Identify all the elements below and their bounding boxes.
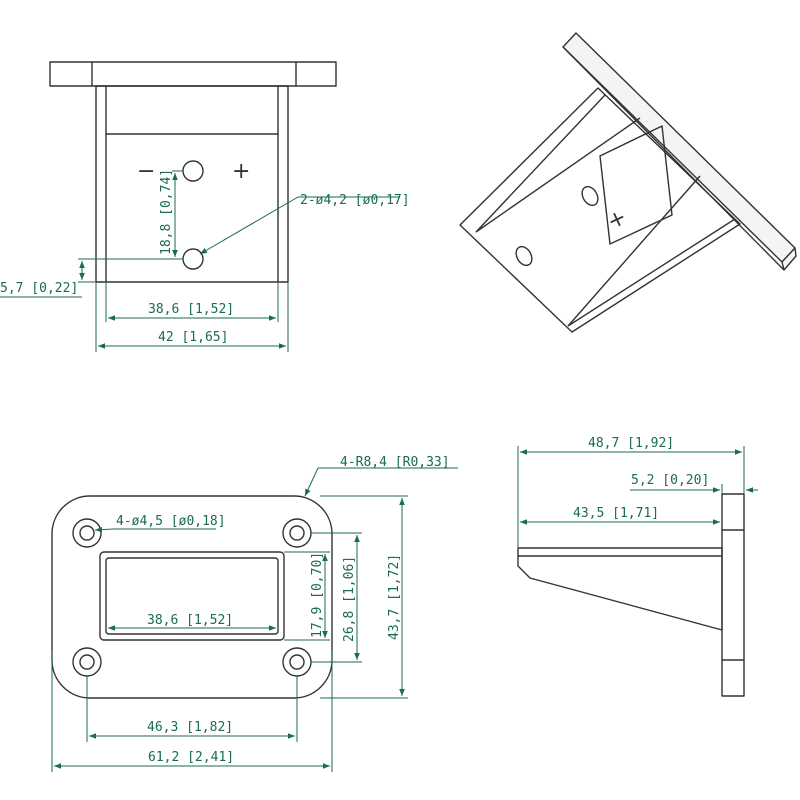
outer-width-top-label: 42 [1,65]	[158, 330, 228, 345]
iso-arm-rib-right	[567, 218, 736, 327]
mount-hole-bl-outer	[72, 647, 102, 677]
radius-callout-leader	[304, 467, 319, 497]
slot-width-label: 38,6 [1,52]	[147, 613, 233, 628]
plate-thickness-label: 5,2 [0,20]	[631, 473, 709, 488]
inner-width-top-label: 38,6 [1,52]	[148, 302, 234, 317]
hole-2x-label: 2-ø4,2 [ø0,17]	[300, 193, 410, 208]
iso-arm-panel	[599, 125, 673, 245]
minus-sign: −	[137, 159, 155, 184]
mount-hole-tl	[79, 525, 95, 541]
iso-arm	[459, 87, 741, 333]
front-hole-upper	[182, 160, 204, 182]
front-hole-lower	[182, 248, 204, 270]
slot-outer	[99, 551, 285, 641]
hole-spacing-v-label: 18,8 [0,74]	[159, 169, 174, 255]
hole-4x-leader	[94, 526, 115, 533]
mount-hole-tl-outer	[72, 518, 102, 548]
hole-4x-label: 4-ø4,5 [ø0,18]	[116, 514, 226, 529]
side-flange	[721, 493, 745, 697]
iso-hole-lower	[515, 245, 533, 267]
mount-hole-br-outer	[282, 647, 312, 677]
plate-outline	[51, 495, 333, 699]
iso-arm-rib-left	[475, 94, 606, 233]
slot-inner	[105, 557, 279, 635]
iso-flange-bottom	[562, 46, 785, 271]
iso-arm-fold2	[567, 175, 701, 327]
side-arm	[517, 547, 723, 631]
iso-hole-upper	[581, 185, 599, 207]
iso-plus-sign: +	[603, 205, 630, 235]
corner-radius-label: 4-R8,4 [R0,33]	[340, 455, 450, 470]
slot-height-label: 17,9 [0,70]	[310, 552, 325, 638]
edge-offset-label: 5,7 [0,22]	[0, 281, 78, 296]
iso-arm-fold	[475, 117, 641, 233]
front-view: − + 2-ø4,2 [ø0,17] 18,8 [0,74] 5,7 [0,22…	[0, 61, 410, 352]
arm-length-label: 43,5 [1,71]	[573, 506, 659, 521]
hole-callout-leader	[199, 196, 299, 255]
front-flange	[49, 61, 337, 87]
plate-height-label: 43,7 [1,72]	[387, 554, 402, 640]
mount-hole-tr	[289, 525, 305, 541]
mount-hole-br	[289, 654, 305, 670]
hole-spacing-y-label: 26,8 [1,06]	[342, 556, 357, 642]
plus-sign: +	[232, 159, 250, 184]
plate-view: 4-R8,4 [R0,33] 4-ø4,5 [ø0,18] 38,6 [1,52…	[51, 455, 458, 772]
isometric-view: +	[459, 32, 797, 333]
iso-flange-edge	[781, 247, 797, 271]
plate-width-label: 61,2 [2,41]	[148, 750, 234, 765]
front-body	[95, 85, 289, 283]
total-depth-label: 48,7 [1,92]	[588, 436, 674, 451]
mount-hole-bl	[79, 654, 95, 670]
hole-spacing-x-label: 46,3 [1,82]	[147, 720, 233, 735]
side-view: 48,7 [1,92] 5,2 [0,20] 43,5 [1,71]	[517, 436, 758, 697]
mount-hole-tr-outer	[282, 518, 312, 548]
